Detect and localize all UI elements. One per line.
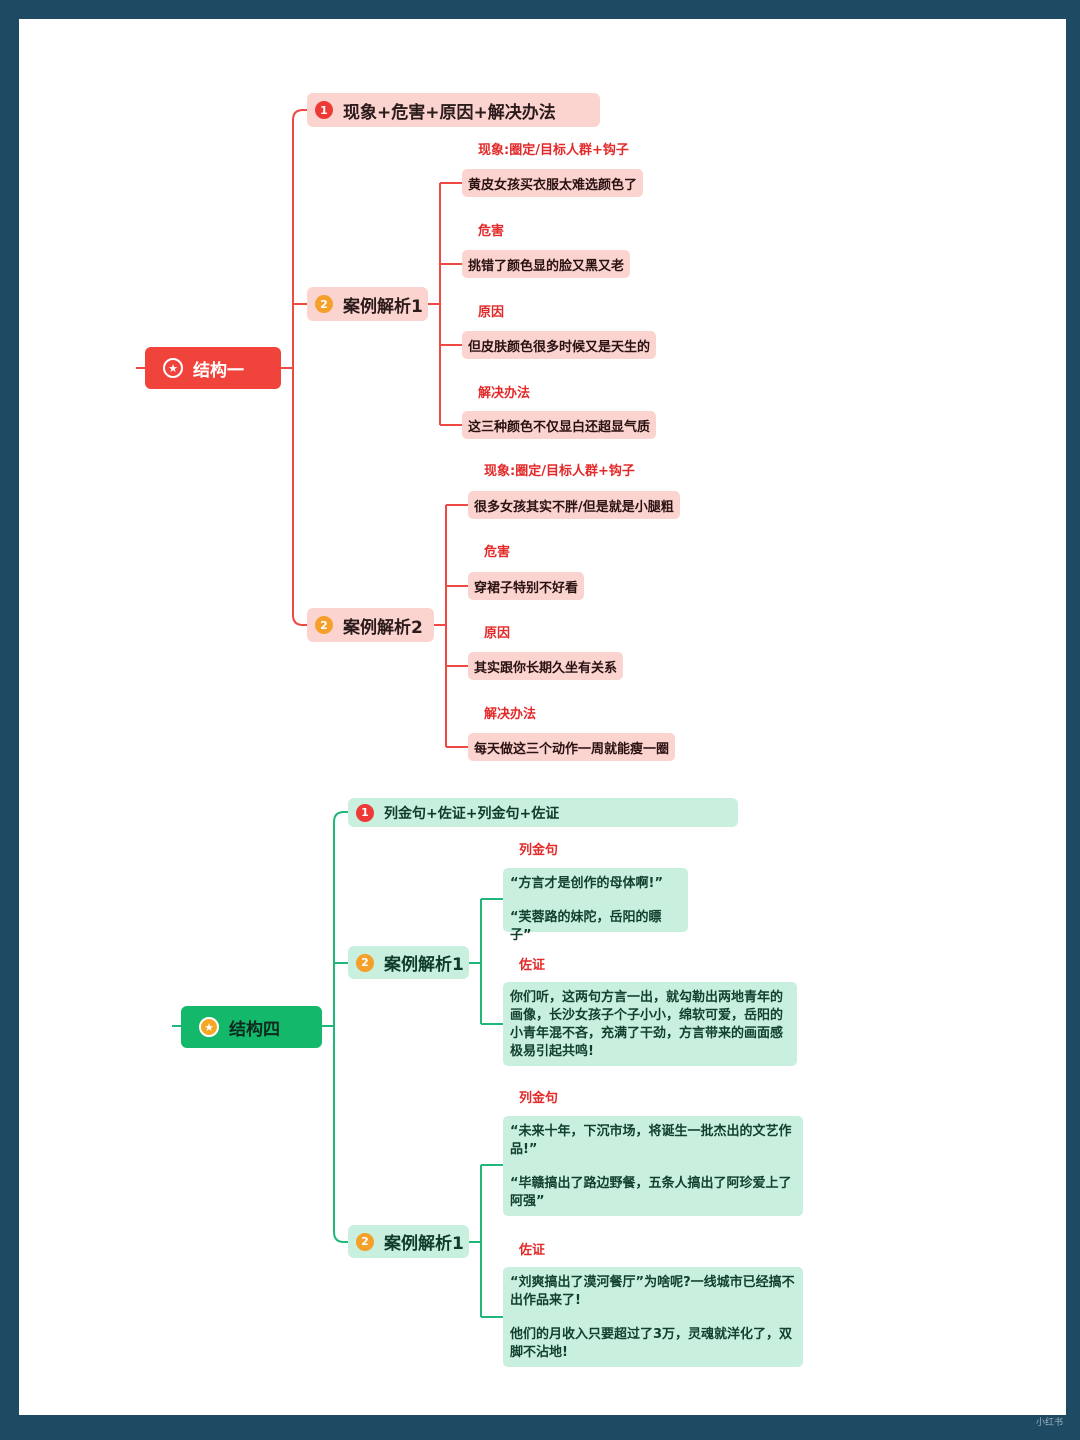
case-node-2[interactable]: 2 案例解析2 xyxy=(307,608,434,642)
number-badge-icon: 2 xyxy=(315,295,333,313)
branch-label: 佐证 xyxy=(519,958,546,973)
branch-label: 危害 xyxy=(478,224,505,239)
leaf-node[interactable]: 但皮肤颜色很多时候又是天生的 xyxy=(462,331,657,359)
case-node-4[interactable]: 2 案例解析1 xyxy=(348,1225,469,1258)
formula-text: 列金句+佐证+列金句+佐证 xyxy=(384,805,560,822)
leaf-node[interactable]: 穿裙子特别不好看 xyxy=(468,572,585,600)
branch-label: 解决办法 xyxy=(484,707,537,722)
root-node-structure-four[interactable]: ★ 结构四 xyxy=(181,1006,322,1048)
proof-leaf-node[interactable]: 你们听，这两句方言一出，就勾勒出两地青年的画像，长沙女孩子个子小小，绵软可爱，岳… xyxy=(503,982,797,1066)
branch-label: 现象:圈定/目标人群+钩子 xyxy=(484,464,635,479)
star-icon: ★ xyxy=(199,1017,219,1037)
case-title: 案例解析1 xyxy=(343,296,423,317)
quote-text: “芙蓉路的妹陀，岳阳的瞟子” xyxy=(510,910,662,943)
case-node-1[interactable]: 2 案例解析1 xyxy=(307,287,428,321)
quote-text: “方言才是创作的母体啊!” xyxy=(510,876,664,891)
root-title: 结构四 xyxy=(229,1019,280,1040)
case-node-3[interactable]: 2 案例解析1 xyxy=(348,946,469,979)
number-badge-icon: 1 xyxy=(356,803,374,822)
leaf-node[interactable]: 其实跟你长期久坐有关系 xyxy=(468,652,624,680)
root-title: 结构一 xyxy=(193,360,244,381)
number-badge-icon: 2 xyxy=(315,616,333,634)
branch-label: 原因 xyxy=(484,626,511,641)
branch-label: 解决办法 xyxy=(478,386,531,401)
proof-text: 你们听，这两句方言一出，就勾勒出两地青年的画像，长沙女孩子个子小小，绵软可爱，岳… xyxy=(510,990,784,1059)
number-badge-icon: 2 xyxy=(356,1232,374,1251)
leaf-node[interactable]: 挑错了颜色显的脸又黑又老 xyxy=(462,250,631,278)
proof-text: 他们的月收入只要超过了3万，灵魂就洋化了，双脚不沾地! xyxy=(510,1327,793,1360)
leaf-node[interactable]: 黄皮女孩买衣服太难选颜色了 xyxy=(462,169,644,197)
branch-label: 列金句 xyxy=(519,1091,559,1106)
case-title: 案例解析2 xyxy=(343,617,423,638)
formula-text: 现象+危害+原因+解决办法 xyxy=(343,102,556,123)
proof-leaf-node[interactable]: “刘爽搞出了漠河餐厅”为啥呢?一线城市已经搞不出作品来了! 他们的月收入只要超过… xyxy=(503,1267,803,1367)
quote-leaf-node[interactable]: “方言才是创作的母体啊!” “芙蓉路的妹陀，岳阳的瞟子” xyxy=(503,868,688,943)
branch-label: 佐证 xyxy=(519,1243,546,1258)
case-title: 案例解析1 xyxy=(384,955,464,975)
quote-text: “毕赣搞出了路边野餐，五条人搞出了阿珍爱上了阿强” xyxy=(510,1176,792,1209)
case-title: 案例解析1 xyxy=(384,1234,464,1254)
leaf-node[interactable]: 这三种颜色不仅显白还超显气质 xyxy=(462,411,657,439)
formula-node-structure-four[interactable]: 1 列金句+佐证+列金句+佐证 xyxy=(348,798,738,827)
leaf-node[interactable]: 很多女孩其实不胖/但是就是小腿粗 xyxy=(468,491,680,519)
quote-text: “未来十年，下沉市场，将诞生一批杰出的文艺作品!” xyxy=(510,1124,792,1157)
number-badge-icon: 1 xyxy=(315,101,333,119)
branch-label: 原因 xyxy=(478,305,505,320)
proof-text: “刘爽搞出了漠河餐厅”为啥呢?一线城市已经搞不出作品来了! xyxy=(510,1275,795,1308)
leaf-node[interactable]: 每天做这三个动作一周就能瘦一圈 xyxy=(468,733,676,761)
branch-label: 现象:圈定/目标人群+钩子 xyxy=(478,143,629,158)
number-badge-icon: 2 xyxy=(356,953,374,972)
root-node-structure-one[interactable]: ★ 结构一 xyxy=(145,347,281,389)
star-icon: ★ xyxy=(163,358,183,378)
branch-label: 列金句 xyxy=(519,843,559,858)
quote-leaf-node[interactable]: “未来十年，下沉市场，将诞生一批杰出的文艺作品!” “毕赣搞出了路边野餐，五条人… xyxy=(503,1116,803,1216)
formula-node-structure-one[interactable]: 1 现象+危害+原因+解决办法 xyxy=(307,93,600,127)
branch-label: 危害 xyxy=(484,545,511,560)
watermark: 小红书 xyxy=(1036,1418,1064,1428)
